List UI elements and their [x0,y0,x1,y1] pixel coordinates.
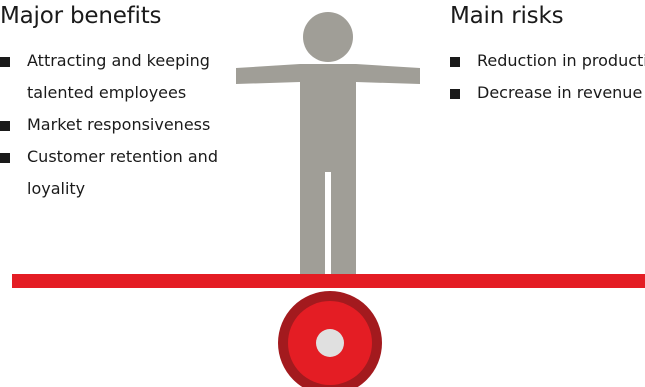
benefit-item-text-line: Market responsiveness [27,115,211,134]
figure-body [300,64,356,275]
person-figure [236,12,420,275]
figure-head [303,12,353,62]
risks-list: Reduction in productivityDecrease in rev… [450,45,645,109]
square-bullet-icon [450,89,460,99]
benefit-item-text-line: talented employees [27,83,187,102]
benefit-item-text-line: loyality [27,179,86,198]
benefit-item: Market responsiveness [0,109,225,141]
square-bullet-icon [0,121,10,131]
benefits-list: Attracting and keeping talented employees… [0,45,225,205]
benefit-item: Customer retention and loyality [0,141,225,205]
risk-item-text-line: Decrease in revenue [477,83,643,102]
square-bullet-icon [450,57,460,67]
risk-item-text-line: Reduction in productivity [477,51,645,70]
benefit-item: Attracting and keeping talented employees [0,45,225,109]
risks-heading: Main risks [450,3,564,29]
risk-item: Reduction in productivity [450,45,645,77]
benefits-heading: Major benefits [0,3,162,29]
risk-item: Decrease in revenue [450,77,645,109]
square-bullet-icon [0,153,10,163]
figure-leg-gap [325,172,331,275]
benefit-item-text-line: Customer retention and [27,147,218,166]
square-bullet-icon [0,57,10,67]
benefit-item-text-line: Attracting and keeping [27,51,210,70]
fulcrum-center-dot [316,329,344,357]
fulcrum [278,291,382,387]
balance-beam [12,274,645,288]
